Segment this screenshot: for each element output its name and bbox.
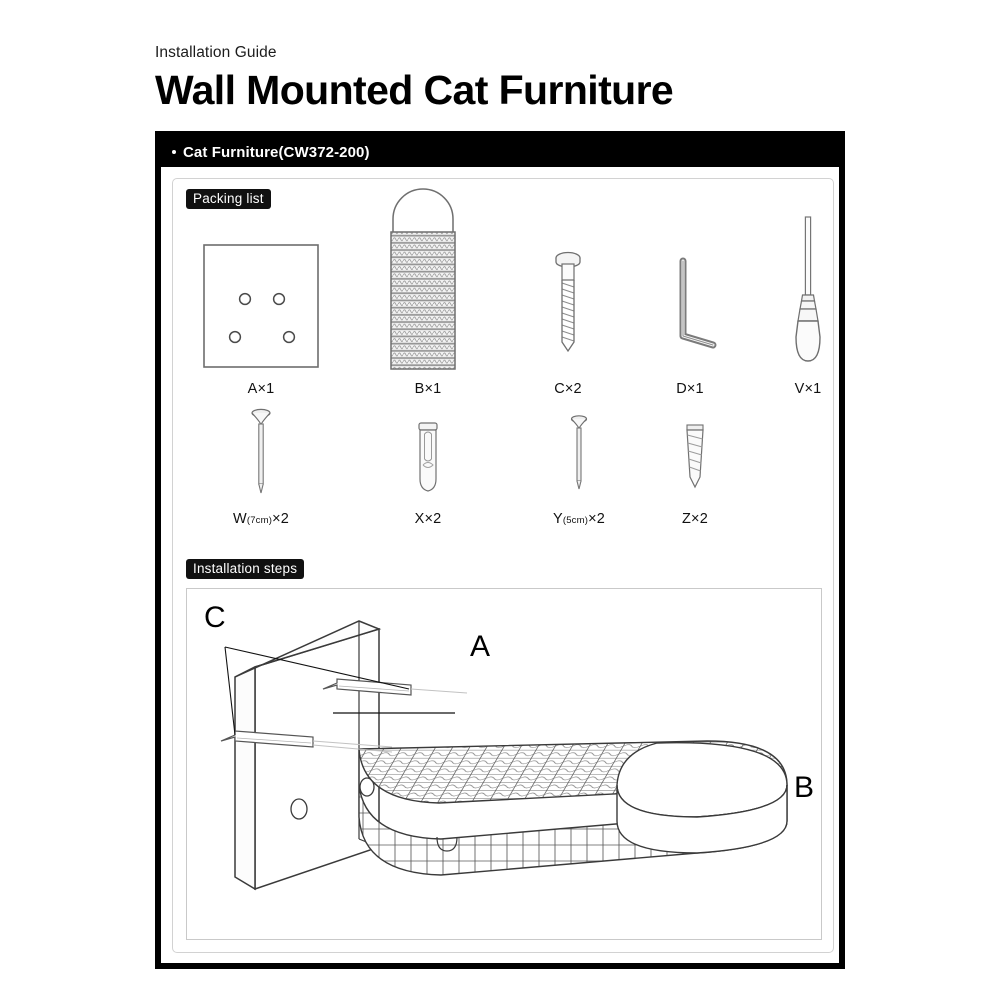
self-drilling-anchor-icon	[635, 401, 755, 511]
part-item-b: B×1	[368, 185, 488, 397]
bullet-icon	[172, 150, 176, 154]
page-title: Wall Mounted Cat Furniture	[155, 67, 674, 114]
screwdriver-icon	[753, 209, 863, 381]
installation-steps-badge: Installation steps	[186, 559, 305, 579]
card-title-bar: Cat Furniture(CW372-200)	[161, 137, 839, 167]
part-label-c: C×2	[554, 381, 582, 397]
callout-letter-c: C	[204, 601, 226, 634]
long-screw-icon	[195, 401, 327, 511]
screw-icon	[513, 241, 623, 381]
part-label-w-main: W	[232, 511, 247, 527]
product-card: Cat Furniture(CW372-200) Packing list A×…	[155, 131, 845, 969]
kicker-text: Installation Guide	[155, 44, 277, 61]
assembly-diagram	[220, 620, 788, 891]
part-item-y: Y(5cm)×2	[513, 401, 645, 527]
part-label-y-sub: (5cm)	[562, 515, 589, 526]
card-title-text: Cat Furniture(CW372-200)	[183, 143, 370, 161]
part-label-x: X×2	[414, 511, 442, 527]
part-label-d: D×1	[676, 381, 704, 397]
part-item-c: C×2	[513, 241, 623, 397]
part-item-a: A×1	[195, 241, 327, 397]
installation-diagram-box: C A B	[186, 588, 822, 940]
packing-list-badge: Packing list	[186, 189, 271, 209]
part-label-w: W(7cm)×2	[195, 511, 327, 527]
part-label-w-sub: (7cm)	[246, 515, 273, 526]
part-label-z: Z×2	[682, 511, 708, 527]
part-label-a: A×1	[247, 381, 275, 397]
part-item-w: W(7cm)×2	[195, 401, 327, 527]
hex-key-icon	[635, 241, 745, 381]
card-inner-panel: Packing list A×1	[172, 178, 834, 953]
document-header: Installation Guide Wall Mounted Cat Furn…	[155, 44, 875, 112]
part-label-w-tail: ×2	[272, 511, 290, 527]
part-label-y-tail: ×2	[588, 511, 606, 527]
part-item-v: V×1	[753, 209, 863, 397]
part-label-b: B×1	[414, 381, 442, 397]
mounting-plate-icon	[195, 241, 327, 381]
rope-wrapped-pad-icon	[368, 185, 488, 381]
part-label-y: Y(5cm)×2	[513, 511, 645, 527]
wall-anchor-icon	[368, 401, 488, 511]
part-item-d: D×1	[635, 241, 745, 397]
callout-letter-b: B	[794, 771, 815, 804]
long-screw-icon	[513, 401, 645, 511]
part-item-x: X×2	[368, 401, 488, 527]
part-label-v: V×1	[794, 381, 822, 397]
part-label-y-main: Y	[552, 511, 563, 527]
callout-letter-a: A	[470, 630, 491, 663]
part-item-z: Z×2	[635, 401, 755, 527]
